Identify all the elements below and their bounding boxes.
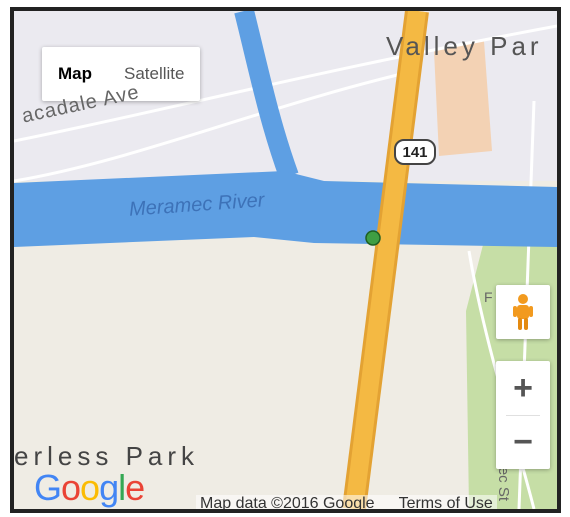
- minor-road: [14, 24, 557, 143]
- highway-141: [345, 11, 426, 509]
- minor-road: [14, 69, 415, 183]
- logo-letter: e: [125, 467, 145, 508]
- zoom-divider: [506, 415, 540, 416]
- route-141-shield: 141: [394, 139, 436, 165]
- google-logo[interactable]: Google: [34, 467, 145, 509]
- logo-letter: g: [99, 467, 119, 508]
- terms-of-use-link[interactable]: Terms of Use: [398, 495, 493, 512]
- logo-letter: o: [61, 467, 81, 508]
- attribution-bar: Map data ©2016 Google Terms of Use: [196, 495, 497, 512]
- location-marker[interactable]: [365, 230, 381, 246]
- map-canvas[interactable]: [14, 11, 557, 509]
- zoom-control: + −: [496, 361, 550, 469]
- map-data-attribution: Map data ©2016 Google: [200, 495, 375, 512]
- place-label-valley-park: Valley Par: [386, 31, 543, 61]
- logo-letter: l: [118, 467, 126, 508]
- map-type-control: Map Satellite: [42, 47, 201, 101]
- pegman-icon: [513, 294, 533, 330]
- street-view-pegman-button[interactable]: [496, 285, 550, 339]
- map-type-satellite-button[interactable]: Satellite: [124, 64, 185, 83]
- zoom-in-button[interactable]: +: [513, 368, 533, 407]
- logo-letter: G: [34, 467, 62, 508]
- logo-letter: o: [80, 467, 100, 508]
- place-label-park: erless Park: [14, 441, 200, 471]
- map-type-map-button[interactable]: Map: [58, 64, 92, 83]
- map-frame[interactable]: Map Satellite Valley Par acadale Ave Mer…: [10, 7, 561, 513]
- tributary: [234, 11, 299, 180]
- zoom-out-button[interactable]: −: [513, 422, 533, 461]
- meramec-river: [14, 171, 557, 247]
- building-block: [434, 41, 492, 156]
